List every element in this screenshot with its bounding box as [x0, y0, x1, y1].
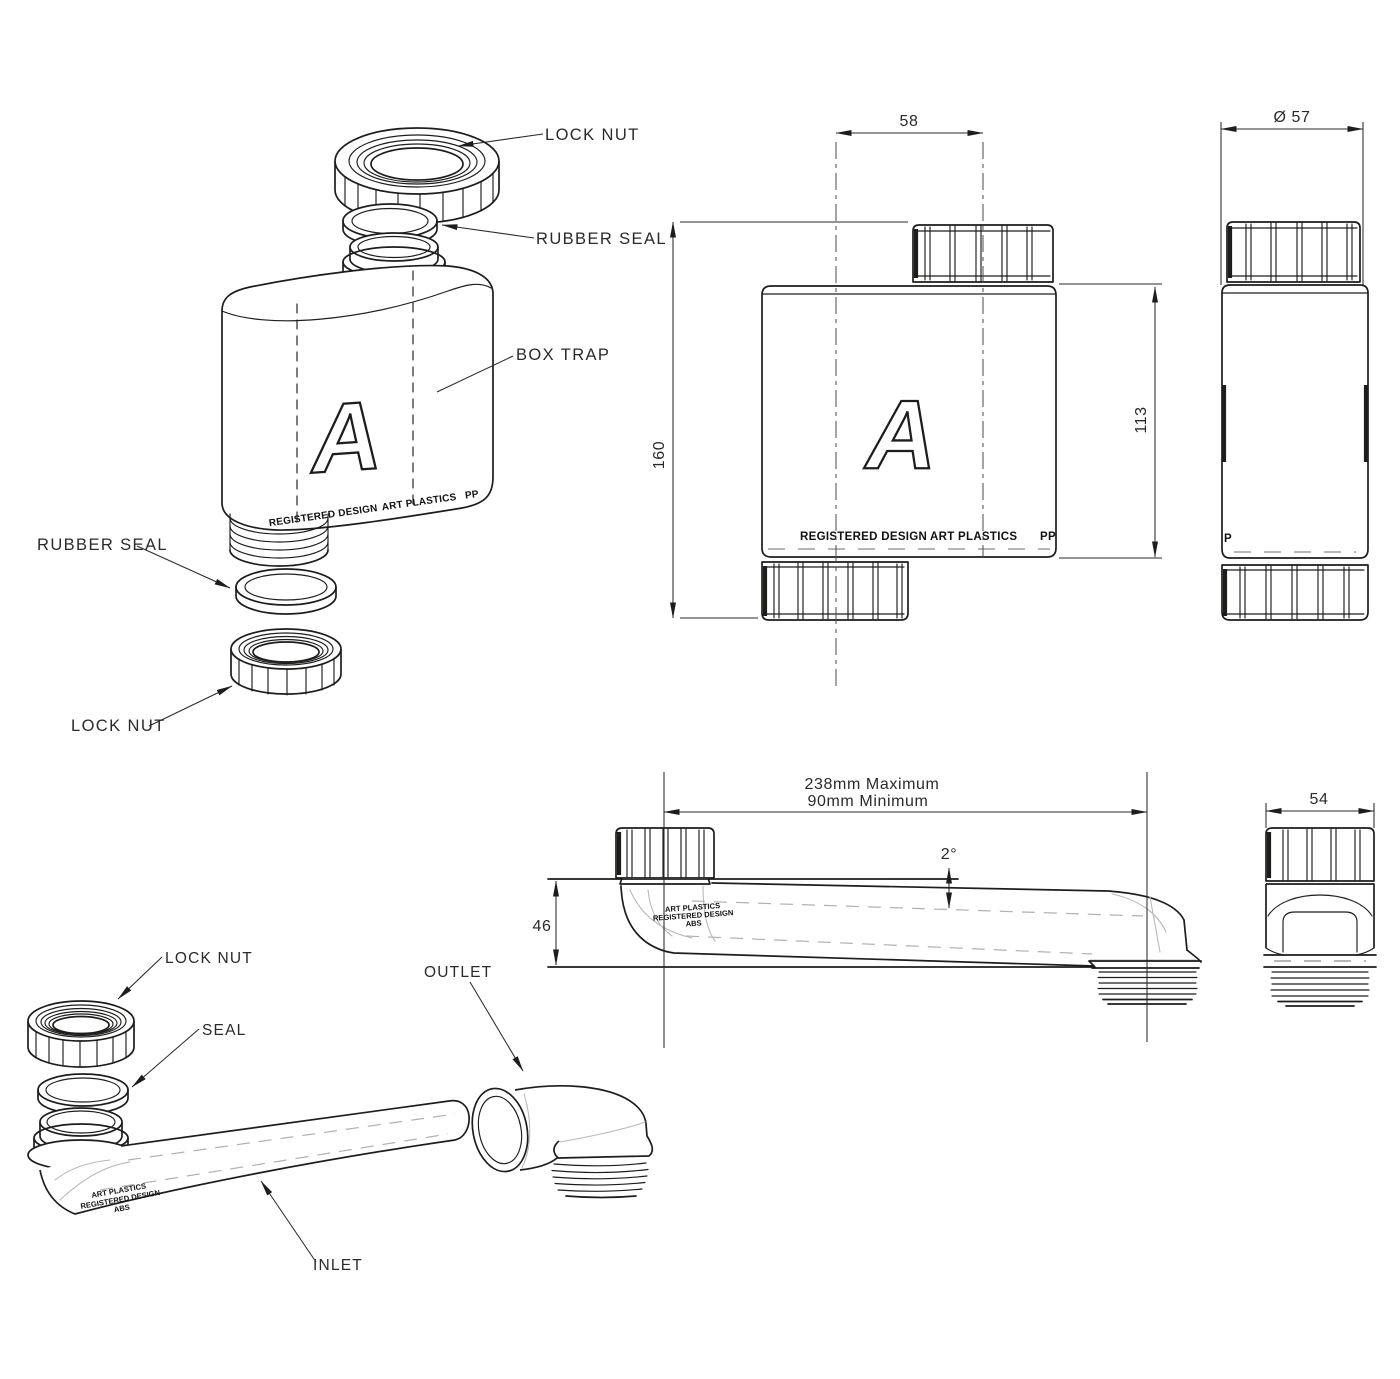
pipe-side-outlet-threads [1088, 949, 1202, 1005]
trap-labels: LOCK NUT RUBBER SEAL BOX TRAP RUBBER SEA… [37, 126, 667, 735]
leader-pipe-outlet [469, 981, 524, 1072]
leader-rubber-seal-bottom [136, 545, 231, 589]
pipe-inlet-body: ART PLASTICS REGISTERED DESIGN ABS [27, 1099, 470, 1215]
trap-body: A REGISTERED DESIGN ART PLASTICS PP [221, 264, 494, 567]
front-marking-mid: ART PLASTICS [930, 531, 1017, 543]
front-marking: REGISTERED DESIGN ART PLASTICS PP [800, 531, 1056, 543]
pipe-outlet-elbow [471, 1084, 654, 1199]
trap-marking-right: PP [464, 489, 479, 502]
trap-rubber-seal-bottom [235, 568, 337, 615]
label-pipe-lock-nut: LOCK NUT [165, 950, 253, 967]
label-rubber-seal-top: RUBBER SEAL [536, 230, 667, 248]
leader-pipe-seal [131, 1028, 200, 1088]
trap-lock-nut-bottom-ribs [238, 658, 335, 696]
pipe-side-dim-length: 238mm Maximum 90mm Minimum [663, 772, 1148, 1048]
front-dim-height-overall: 160 [651, 221, 908, 619]
pipe-side-dim-max-text: 238mm Maximum [805, 776, 940, 793]
pipe-end-dim-width: 54 [1265, 791, 1375, 828]
pipe-side-dim-height-text: 46 [533, 918, 552, 935]
front-dim-height-overall-text: 160 [651, 441, 668, 470]
front-lock-nut-top-ribs [924, 225, 1033, 282]
pipe-side-marking-line1: ART PLASTICS [665, 901, 721, 914]
pipe-end-lock-nut-ribs [1282, 828, 1361, 882]
pipe-end-dim-width-text: 54 [1310, 791, 1329, 808]
front-dim-height-body: 113 [1059, 283, 1162, 559]
side-dim-diameter: Ø 57 [1220, 109, 1364, 285]
pipe-side-dim-angle-text: 2° [941, 846, 958, 863]
side-body: P [1221, 284, 1369, 559]
leader-box-trap [436, 355, 514, 393]
pipe-side-dim-min-text: 90mm Minimum [808, 793, 929, 810]
pipe-labels: LOCK NUT SEAL OUTLET INLET [117, 950, 524, 1274]
pipe-end-threads [1270, 971, 1370, 1007]
side-marking: P [1224, 533, 1232, 545]
exploded-pipe-view: ART PLASTICS REGISTERED DESIGN ABS LOCK … [27, 950, 654, 1274]
label-pipe-outlet: OUTLET [424, 964, 492, 981]
pipe-end-body [1263, 883, 1377, 968]
leader-rubber-seal-top [441, 224, 535, 239]
pipe-end-view: 54 [1263, 791, 1377, 1007]
pipe-side-marking: ART PLASTICS REGISTERED DESIGN ABS [653, 901, 734, 928]
trap-body-hidden-lines [296, 270, 414, 528]
side-lock-nut-top-ribs [1245, 222, 1353, 282]
label-box-trap: BOX TRAP [516, 346, 610, 364]
front-dim-offset: 58 [835, 113, 984, 136]
exploded-trap-view: A REGISTERED DESIGN ART PLASTICS PP [37, 126, 667, 735]
trap-logo: A [305, 380, 384, 494]
label-pipe-seal: SEAL [202, 1022, 246, 1039]
front-view: A REGISTERED DESIGN ART PLASTICS PP 58 1… [651, 113, 1162, 686]
pipe-marking-line3: ABS [113, 1203, 130, 1215]
front-logo: A [864, 380, 936, 489]
trap-body-threads [229, 513, 329, 567]
leader-pipe-lock-nut [117, 956, 163, 1000]
front-dim-height-body-text: 113 [1133, 406, 1150, 433]
pipe-side-lock-nut [615, 827, 715, 885]
pipe-side-dim-angle: 2° [941, 846, 958, 909]
label-lock-nut-top: LOCK NUT [545, 126, 640, 144]
side-lock-nut-bottom [1221, 564, 1369, 621]
leader-lock-nut-bottom [148, 685, 233, 727]
pipe-lock-nut [27, 1000, 135, 1068]
side-dim-diameter-text: Ø 57 [1273, 109, 1310, 126]
front-lock-nut-bottom [761, 561, 909, 621]
pipe-outlet-threads [551, 1162, 649, 1199]
side-view: P Ø 57 [1220, 109, 1369, 621]
pipe-side-dim-height: 46 [533, 880, 559, 966]
label-lock-nut-bottom: LOCK NUT [71, 717, 166, 735]
pipe-side-body: ART PLASTICS REGISTERED DESIGN ABS [547, 878, 1202, 1005]
pipe-side-view: ART PLASTICS REGISTERED DESIGN ABS 238mm… [533, 772, 1202, 1048]
front-dim-offset-text: 58 [900, 113, 919, 130]
pipe-tube [39, 1099, 470, 1215]
leader-pipe-inlet [260, 1180, 317, 1263]
trap-body-top-face-edge [221, 283, 492, 322]
front-marking-left: REGISTERED DESIGN [800, 531, 927, 543]
front-lock-nut-bottom-ribs [773, 562, 903, 620]
pipe-end-lock-nut [1265, 827, 1375, 882]
pipe-side-marking-line3: ABS [685, 918, 702, 928]
front-body: A REGISTERED DESIGN ART PLASTICS PP [761, 285, 1057, 558]
front-marking-right: PP [1040, 531, 1056, 543]
label-rubber-seal-bottom: RUBBER SEAL [37, 536, 168, 554]
label-pipe-inlet: INLET [313, 1257, 363, 1274]
leader-lock-nut-top [457, 133, 544, 147]
side-lock-nut-top [1226, 221, 1361, 283]
side-lock-nut-bottom-ribs [1239, 565, 1350, 620]
trap-lock-nut-bottom [230, 628, 342, 696]
pipe-lock-nut-ribs [35, 1031, 127, 1068]
pipe-side-lock-nut-ribs [626, 828, 705, 879]
